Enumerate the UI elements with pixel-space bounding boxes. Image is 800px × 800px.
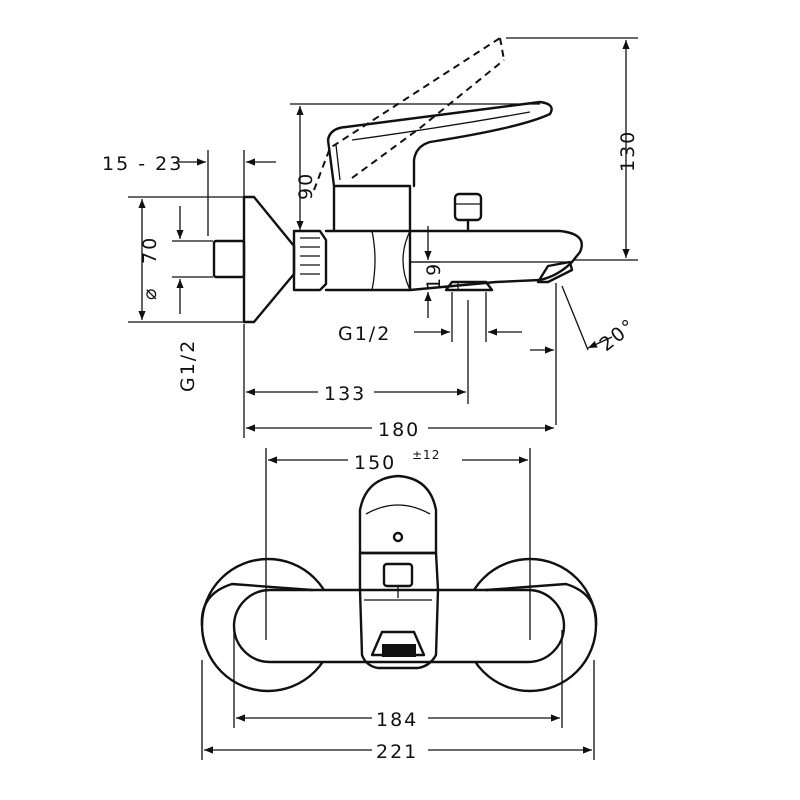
front-body [232, 588, 566, 664]
side-view: 15 - 23 90 130 70 ⌀ G1 [102, 37, 640, 441]
shower-outlet [444, 280, 494, 292]
lever-open-position [313, 37, 501, 191]
dim-label-19: 19 [423, 262, 445, 290]
cartridge-housing [332, 184, 412, 233]
s-connector [212, 239, 246, 279]
dim-label-180: 180 [378, 419, 420, 441]
dim-label-221: 221 [376, 741, 418, 763]
lever-handle [326, 100, 553, 188]
aerator [382, 644, 416, 657]
dimension-184: 184 [233, 630, 563, 731]
dim-label-130: 130 [617, 130, 639, 172]
dimension-150: 150 ±12 [265, 444, 531, 640]
spout [408, 229, 583, 292]
dim-label-150: 150 [354, 452, 396, 474]
dimension-diameter-70: 70 ⌀ [128, 196, 243, 323]
connection-nut [292, 229, 328, 292]
front-central-housing [358, 551, 440, 670]
dimension-180: 180 [246, 414, 554, 441]
dimension-130: 130 [506, 37, 639, 261]
dim-label-g12-inlet: G1/2 [177, 339, 199, 392]
front-lever [358, 474, 438, 555]
dimension-133: 133 [243, 300, 469, 438]
mixer-body [324, 229, 412, 292]
diverter-knob [453, 192, 483, 222]
front-view: 150 ±12 184 221 [200, 444, 598, 763]
dim-label-90: 90 [295, 172, 317, 200]
dimension-thread-outlet: G1/2 [338, 292, 522, 345]
lever-screw [392, 531, 404, 543]
dimension-90: 90 [290, 103, 540, 230]
diameter-symbol: ⌀ [139, 287, 161, 300]
wall-flange [242, 195, 296, 324]
front-diverter [382, 562, 414, 588]
dimension-20-degree: 20° [530, 283, 640, 425]
dimension-15-23: 15 - 23 [102, 150, 276, 236]
dimension-thread-inlet: G1/2 [172, 206, 213, 392]
dim-label-150-tolerance: ±12 [412, 448, 440, 462]
dim-label-g12-outlet: G1/2 [338, 323, 391, 345]
dim-label-133: 133 [324, 383, 366, 405]
dim-label-70: 70 [139, 236, 161, 264]
dim-label-20-deg: 20° [596, 314, 641, 356]
dim-label-15-23: 15 - 23 [102, 153, 183, 175]
dimension-19: 19 [410, 226, 445, 318]
dimension-221: 221 [201, 660, 595, 763]
dim-label-184: 184 [376, 709, 418, 731]
spout-outlet [536, 260, 574, 284]
